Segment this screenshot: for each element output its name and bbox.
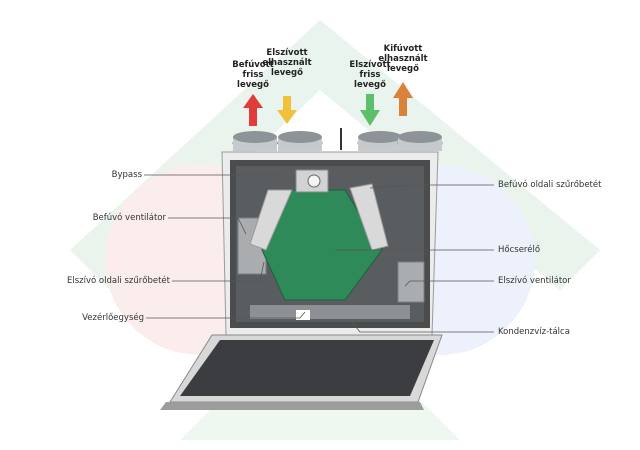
label-control-unit: Vezérlőegység [82, 313, 144, 323]
heat-exchanger-core [261, 189, 383, 301]
cabinet [221, 151, 439, 336]
fresh-air-arrow-icon [360, 94, 380, 126]
leader-lines [144, 174, 494, 333]
label-extract-filter: Elszívó oldali szűrőbetét [66, 276, 170, 286]
extract-air-arrow-icon [277, 96, 297, 124]
front-door [160, 334, 443, 410]
label-condensate-tray: Kondenzvíz-tálca [498, 327, 570, 337]
label-heat-exchanger: Hőcserélő [498, 245, 541, 255]
exhaust-air-arrow-icon [393, 82, 413, 116]
duct-connectors [232, 128, 443, 151]
label-supply-fan: Befúvó ventilátor [92, 213, 166, 223]
airflow-arrows [243, 82, 413, 126]
label-bypass: Bypass [111, 170, 142, 180]
supply-air-arrow-icon [243, 94, 263, 126]
label-supply-filter: Befúvó oldali szűrőbetét [498, 180, 602, 190]
label-extract-fan: Elszívó ventilátor [498, 276, 571, 286]
